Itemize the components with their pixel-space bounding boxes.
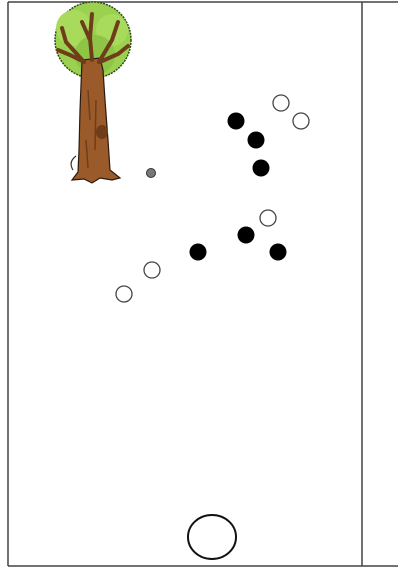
filled-ball [253, 160, 270, 177]
filled-ball [270, 244, 287, 261]
tree-root-arc [71, 156, 76, 170]
hollow-ball [116, 286, 132, 302]
launcher-ring[interactable] [188, 515, 236, 559]
filled-ball [190, 244, 207, 261]
hollow-ball [260, 210, 276, 226]
filled-ball [248, 132, 265, 149]
hollow-ball [273, 95, 289, 111]
filled-ball [238, 227, 255, 244]
hollow-balls [116, 95, 309, 302]
field-boundaries [8, 2, 398, 566]
tree-obstacle [55, 2, 131, 183]
hollow-ball [144, 262, 160, 278]
filled-ball [228, 113, 245, 130]
hollow-ball [293, 113, 309, 129]
tree-knot [96, 125, 108, 139]
small-ball [147, 169, 156, 178]
filled-balls [190, 113, 287, 261]
